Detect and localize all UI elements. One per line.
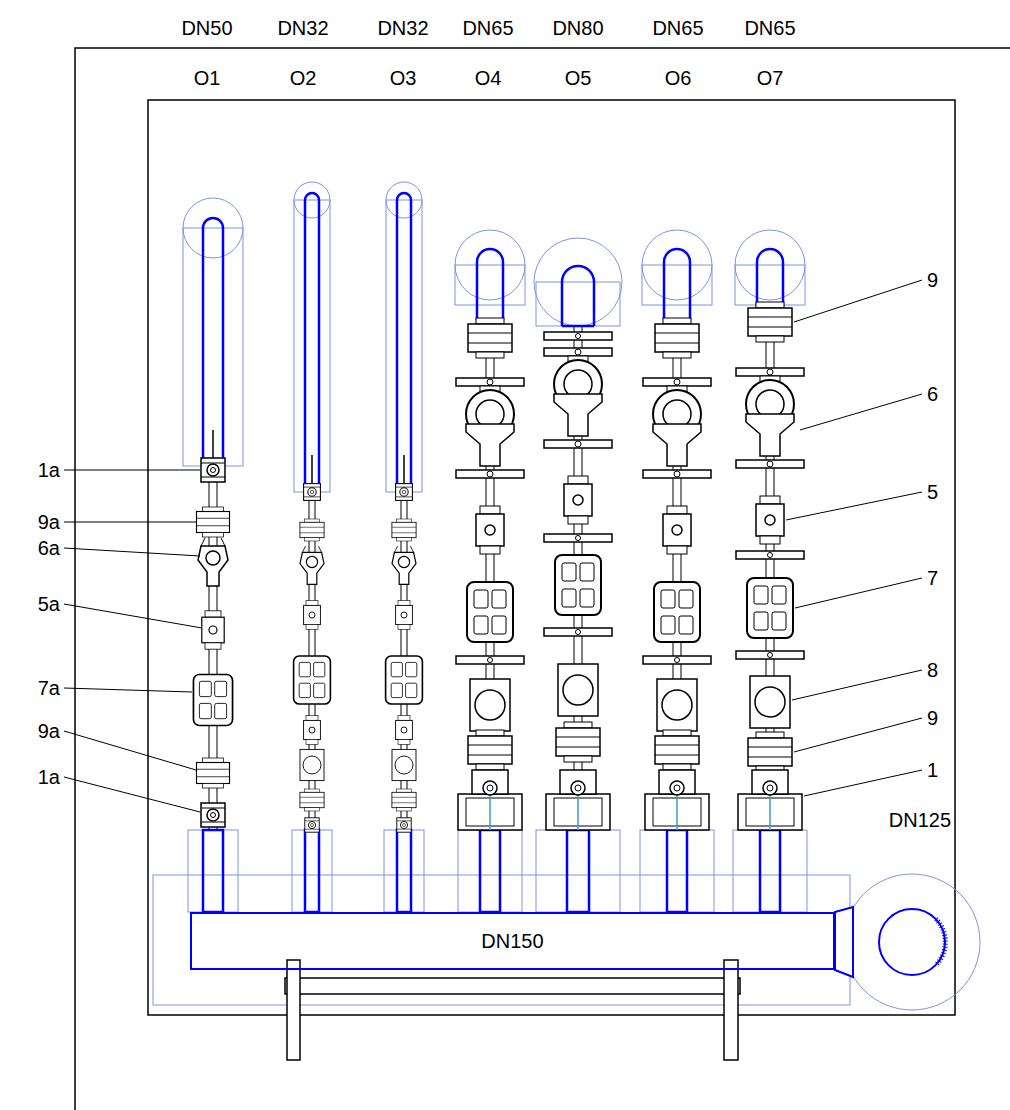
callout-number: 7a xyxy=(38,677,60,699)
outlet-name: O6 xyxy=(665,67,692,89)
outlet-name: O7 xyxy=(757,67,784,89)
pipe-size-label: DN80 xyxy=(552,17,603,39)
callout-number: 1 xyxy=(927,759,938,781)
callout-number: 9a xyxy=(38,720,60,742)
callout-number: 9 xyxy=(927,269,938,291)
leader-lines xyxy=(64,280,922,812)
callout-number: 8 xyxy=(927,659,938,681)
header-pipe: DN150 xyxy=(190,912,835,970)
callout-number: 1a xyxy=(38,766,60,788)
outlet-name: O2 xyxy=(290,67,317,89)
callout-number: 9a xyxy=(38,511,60,533)
callout-number: 6 xyxy=(927,383,938,405)
pipe-size-label: DN50 xyxy=(181,17,232,39)
callout-number: 9 xyxy=(927,707,938,729)
pipe-size-label: DN32 xyxy=(377,17,428,39)
pipe-size-label: DN65 xyxy=(652,17,703,39)
pipe-size-label: DN32 xyxy=(277,17,328,39)
callout-number: 7 xyxy=(927,567,938,589)
callout-number: 5 xyxy=(927,481,938,503)
pipe-size-label: DN150 xyxy=(481,930,543,953)
callout-number: 6a xyxy=(38,537,60,559)
outlet-name: O5 xyxy=(565,67,592,89)
pipe-size-label: DN65 xyxy=(462,17,513,39)
callout-number: 1a xyxy=(38,459,60,481)
outlet-name: O3 xyxy=(390,67,417,89)
pipe-size-label: DN125 xyxy=(889,809,951,831)
pipe-size-label: DN65 xyxy=(744,17,795,39)
outlet-name: O4 xyxy=(475,67,502,89)
outlet-name: O1 xyxy=(194,67,221,89)
callout-number: 5a xyxy=(38,593,60,615)
